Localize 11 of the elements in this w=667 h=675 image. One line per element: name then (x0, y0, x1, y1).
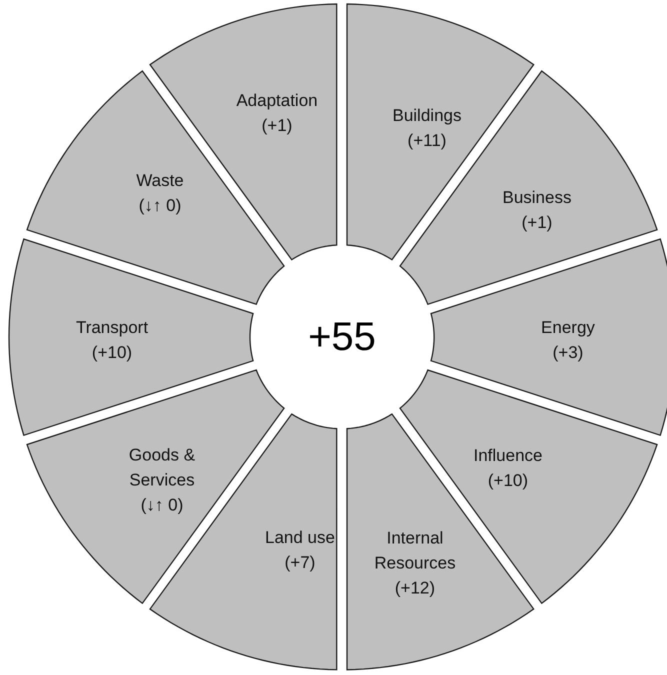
total-value: +55 (308, 314, 376, 360)
segment-label: Buildings (+11) (391, 104, 462, 152)
segment-label: Waste (↓↑ 0) (135, 170, 185, 217)
segment-label: Energy (+3) (540, 316, 596, 364)
segment-label: Influence (+10) (472, 444, 544, 492)
segment-label: Adaptation (+1) (235, 90, 319, 137)
segment-label: Business (+1) (501, 186, 572, 234)
segment-label: Transport (+10) (74, 316, 150, 364)
segment-label: Land use (+7) (264, 526, 336, 574)
segment-label: Goods & Services (↓↑ 0) (128, 444, 196, 516)
segment-label: Internal Resources (+12) (373, 527, 457, 600)
